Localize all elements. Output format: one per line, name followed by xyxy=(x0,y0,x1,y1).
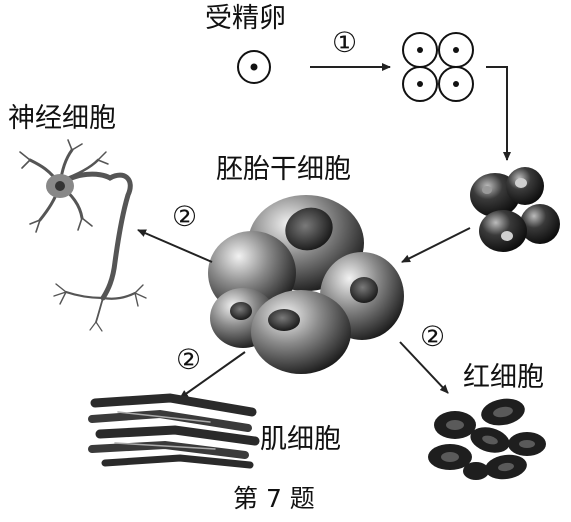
four-cell-stage xyxy=(402,32,474,102)
red-blood-cells xyxy=(428,398,546,480)
label-nerve-cell: 神经细胞 xyxy=(8,103,116,134)
arrow-to-red-blood-cell xyxy=(399,341,449,394)
label-fertilized-egg: 受精卵 xyxy=(205,3,286,34)
nerve-cell xyxy=(19,139,147,332)
step-marker-2-nerve: ② xyxy=(172,200,198,233)
step-marker-1: ① xyxy=(332,26,358,59)
step-marker-2-blood: ② xyxy=(420,320,446,353)
fertilized-egg xyxy=(237,50,271,84)
arrow-to-cell-cluster xyxy=(486,66,511,161)
step-marker-2-muscle: ② xyxy=(176,343,202,376)
label-muscle-cell: 肌细胞 xyxy=(260,424,341,455)
cell-cluster xyxy=(470,167,560,252)
nerve-cell-nucleus xyxy=(55,181,65,191)
label-red-blood-cell: 红细胞 xyxy=(463,362,544,393)
muscle-cells xyxy=(88,393,260,469)
arrow-to-stem-cells xyxy=(401,227,471,263)
arrow-to-nerve-cell xyxy=(137,229,213,263)
caption: 第 7 题 xyxy=(233,484,315,513)
embryonic-stem-cells xyxy=(208,195,404,374)
label-embryonic-stem-cell: 胚胎干细胞 xyxy=(216,154,351,185)
arrow-to-muscle-cell xyxy=(179,351,246,399)
